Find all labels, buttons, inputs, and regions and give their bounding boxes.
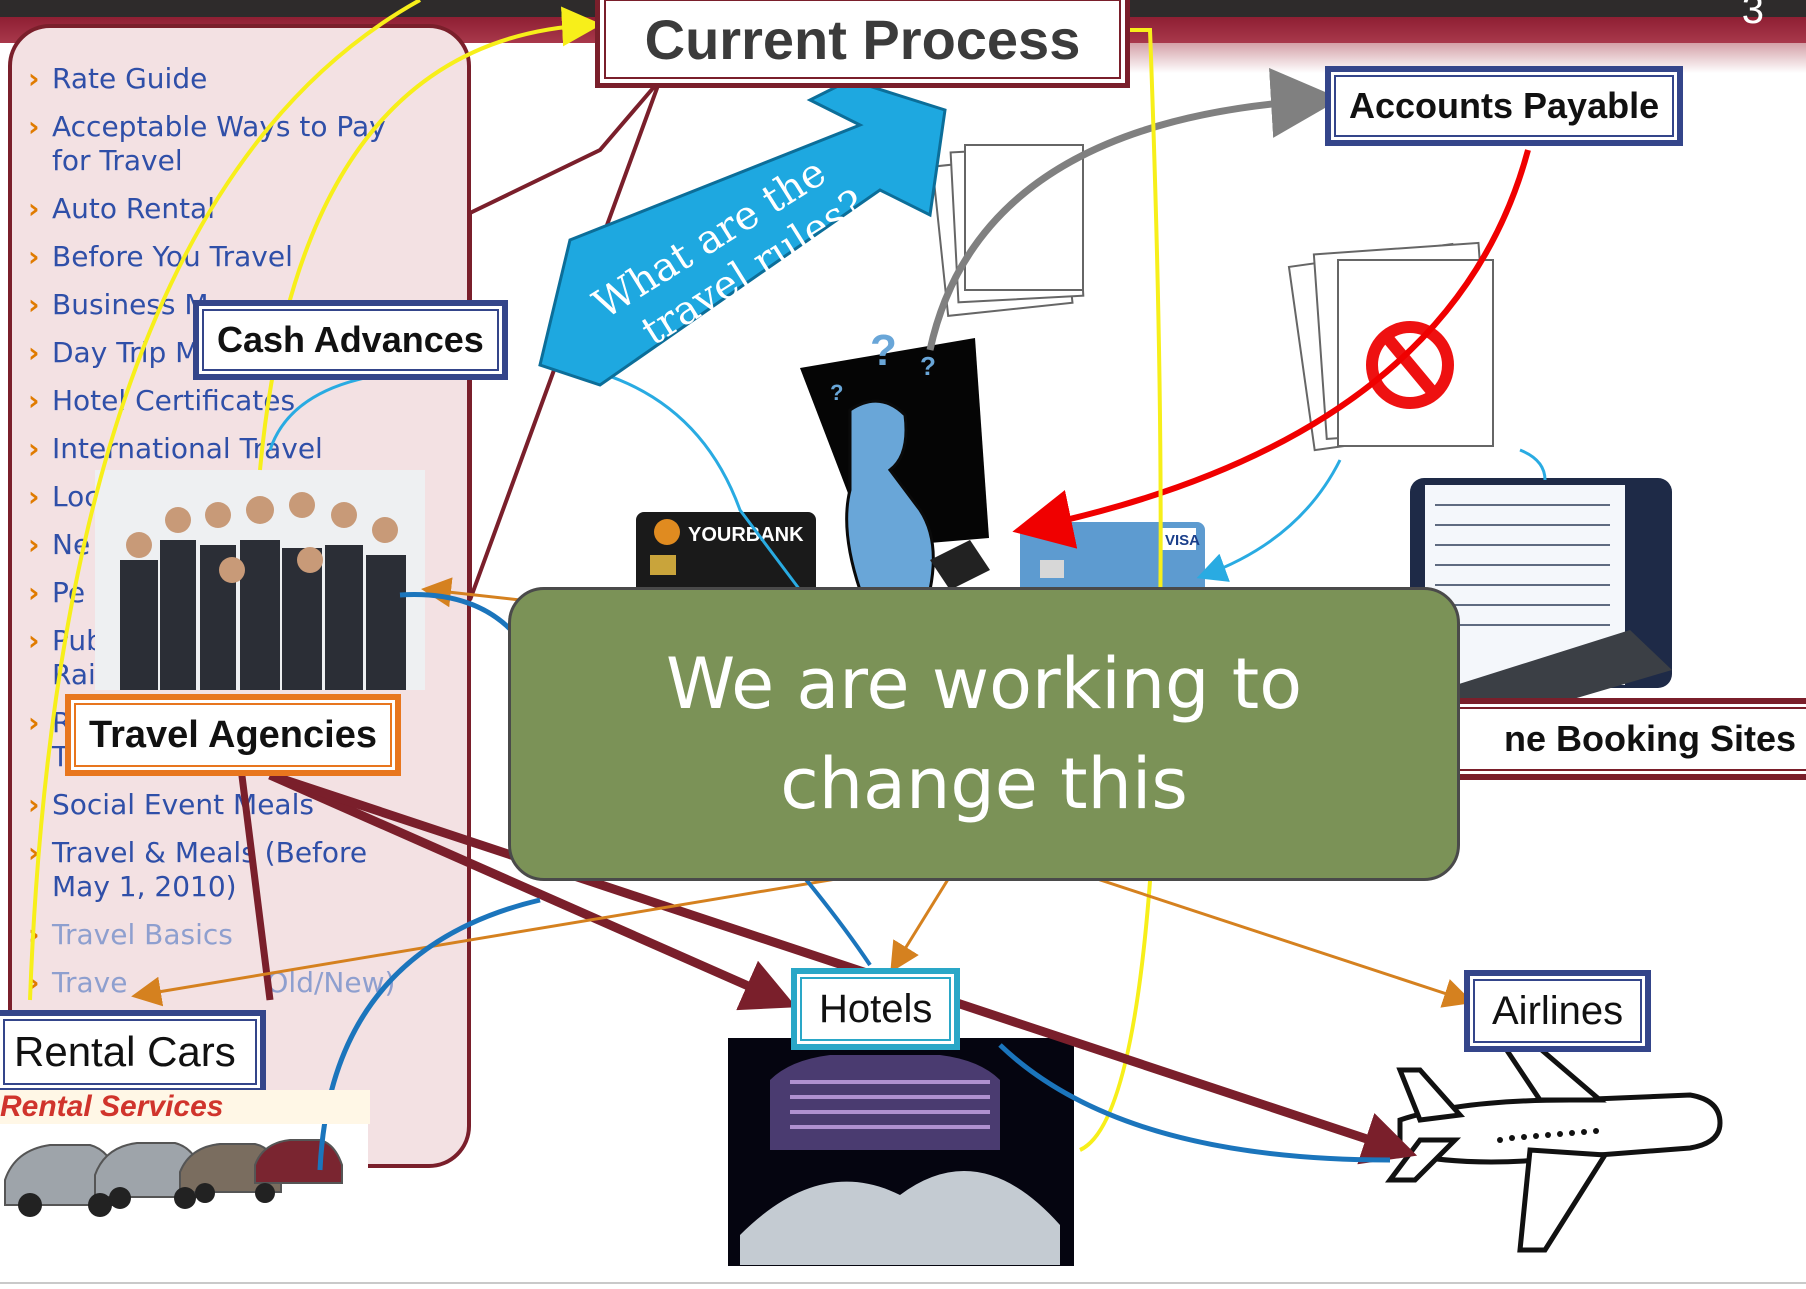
rental-cars-text: Rental Cars — [14, 1028, 236, 1075]
nav-item-label: Social Event Meals — [52, 788, 314, 821]
travel-menu-list: ›Rate Guide ›Acceptable Ways to Pay for … — [28, 62, 408, 1014]
nav-item[interactable]: ›Acceptable Ways to Pay for Travel — [28, 110, 386, 177]
airlines-label: Airlines — [1464, 970, 1652, 1052]
rental-services-banner: Rental Services — [0, 1090, 370, 1124]
travel-agencies-label: Travel Agencies — [65, 694, 401, 776]
light-blue-arrow — [1196, 459, 1342, 582]
nav-item[interactable]: ›Before You Travel — [28, 240, 293, 273]
nav-item-label: Before You Travel — [52, 240, 293, 273]
online-booking-sites-label: ne Booking Sites — [1420, 698, 1806, 780]
maroon-arrow — [268, 770, 797, 1011]
bank-card-name: YOURBANK — [688, 524, 804, 546]
online-booking-sites-text: ne Booking Sites — [1503, 718, 1796, 759]
svg-text:?: ? — [830, 380, 843, 405]
nav-item-label: Acceptable Ways to Pay for Travel — [52, 110, 386, 177]
nav-item-label: International Travel — [52, 432, 323, 465]
airplane-icon — [1385, 1037, 1723, 1253]
nav-item[interactable]: ›International Travel — [28, 432, 323, 465]
nav-item[interactable]: ›Trave Old/New) — [28, 966, 396, 999]
maroon-line — [236, 759, 274, 1001]
nav-item-label: Hotel Certificates — [52, 384, 296, 417]
light-blue-line — [589, 368, 802, 591]
blue-line — [998, 1043, 1391, 1163]
red-arrow — [1012, 149, 1531, 549]
nav-item-label: Rate Guide — [52, 62, 208, 95]
svg-text:?: ? — [920, 351, 936, 381]
nav-item-label: Day Trip M — [52, 336, 200, 369]
orange-arrow — [131, 868, 891, 1007]
airlines-text: Airlines — [1492, 988, 1624, 1033]
nav-item-label: Business M — [52, 288, 209, 321]
nav-item[interactable]: ›Travel & Meals (Before May 1, 2010) — [28, 836, 368, 903]
nav-item[interactable]: ›Pe — [28, 576, 86, 609]
accounts-payable-text: Accounts Payable — [1349, 85, 1660, 126]
hotel-photo — [728, 1038, 1074, 1266]
yellow-line — [28, 0, 421, 1001]
title-callout-tail — [468, 78, 662, 601]
nav-item-label: Pe — [52, 576, 86, 609]
nav-item[interactable]: ›Rate Guide — [28, 62, 208, 95]
slide-bottom-line — [0, 1282, 1806, 1284]
no-symbol-icon — [1366, 321, 1454, 409]
hotels-text: Hotels — [819, 986, 933, 1031]
orange-arrow — [1069, 868, 1474, 1008]
nav-item[interactable]: ›Business M — [28, 288, 209, 321]
nav-item-label: Auto Rental — [52, 192, 215, 225]
svg-text:?: ? — [870, 326, 897, 375]
change-callout: We are working to change this — [508, 587, 1460, 881]
slide-title: Current Process — [595, 0, 1130, 88]
nav-item-label: Trave — [52, 966, 128, 999]
accounts-payable-label: Accounts Payable — [1325, 66, 1684, 146]
travel-agencies-text: Travel Agencies — [89, 713, 377, 756]
nav-item[interactable]: ›Hotel Certificates — [28, 384, 296, 417]
change-callout-text: We are working to change this — [665, 643, 1303, 825]
nav-item-label: Travel & Meals (Before May 1, 2010) — [52, 836, 368, 903]
orange-arrow — [421, 577, 521, 608]
slide-number: 3 — [1741, 0, 1764, 32]
light-blue-line — [1519, 448, 1547, 481]
maroon-arrow — [268, 770, 1418, 1165]
hotels-label: Hotels — [791, 968, 961, 1050]
visa-brand: VISA — [1165, 532, 1200, 549]
cash-advances-label: Cash Advances — [193, 300, 508, 380]
business-people-photo — [95, 470, 425, 690]
nav-item-label: Travel Basics — [52, 918, 233, 951]
slide-title-text: Current Process — [644, 7, 1081, 71]
nav-item[interactable]: ›Auto Rental — [28, 192, 215, 225]
laptop-icon — [1410, 478, 1672, 720]
travel-rules-bubble: What are the travel rules? — [538, 78, 947, 387]
cash-advances-text: Cash Advances — [217, 319, 484, 360]
nav-item[interactable]: ›Social Event Meals — [28, 788, 314, 821]
rental-cars-label: Rental Cars — [0, 1010, 266, 1094]
grey-arrow — [926, 67, 1341, 351]
nav-item[interactable]: ›Day Trip M — [28, 336, 200, 369]
rental-cars-photo — [0, 1110, 368, 1270]
